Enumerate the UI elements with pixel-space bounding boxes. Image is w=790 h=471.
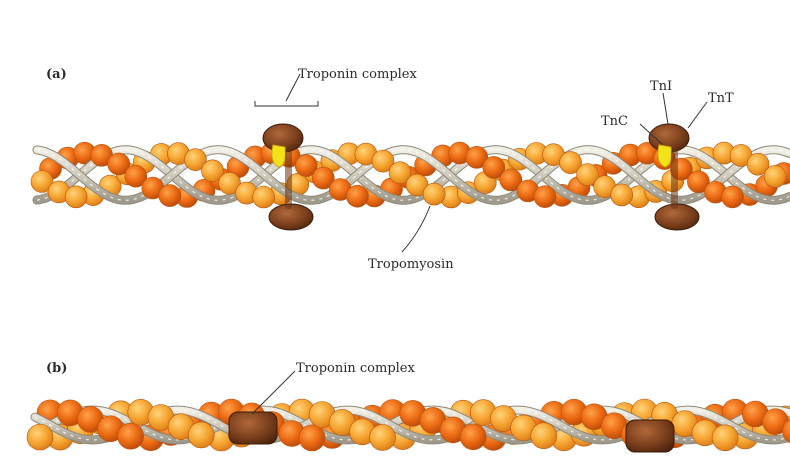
actin-bead (159, 185, 181, 207)
troponin-link (671, 149, 678, 209)
actin-bead (460, 424, 486, 450)
actin-bead (534, 186, 556, 208)
tni-label: TnI (650, 79, 672, 94)
actin-bead (299, 425, 325, 451)
panel-b-label: (b) (46, 361, 67, 376)
tropomyosin-label: Tropomyosin (368, 257, 454, 272)
troponin-bracket (255, 101, 318, 106)
panel-a: (a) Troponin complex Tropomyosin TnI TnT… (31, 67, 790, 272)
actin-bead (253, 186, 275, 208)
tnc-label: TnC (601, 114, 628, 129)
actin-bead (27, 424, 53, 450)
troponin-complex-b (626, 420, 674, 452)
actin-bead (764, 165, 786, 187)
actin-bead (65, 186, 87, 208)
tni-leader (663, 93, 668, 124)
panel-b: (b) Troponin complex (27, 361, 790, 452)
troponin-complex-label-b: Troponin complex (296, 361, 416, 376)
tnt-leader (688, 102, 707, 128)
actin-bead (118, 423, 144, 449)
tnt-label: TnT (708, 91, 734, 106)
actin-bead (611, 184, 633, 206)
actin-bead (531, 423, 557, 449)
actin-bead (423, 183, 445, 205)
actin-bead (346, 185, 368, 207)
tropomyosin-leader (402, 206, 430, 252)
actin-bead (188, 422, 214, 448)
panel-a-label: (a) (46, 67, 67, 82)
filament-b (27, 399, 790, 452)
troponin-link (285, 149, 292, 209)
troponin-complex-label-a: Troponin complex (298, 67, 418, 82)
troponin-complex-b (229, 412, 277, 444)
actin-bead (722, 186, 744, 208)
actin-bead (370, 425, 396, 451)
actin-bead (712, 425, 738, 451)
